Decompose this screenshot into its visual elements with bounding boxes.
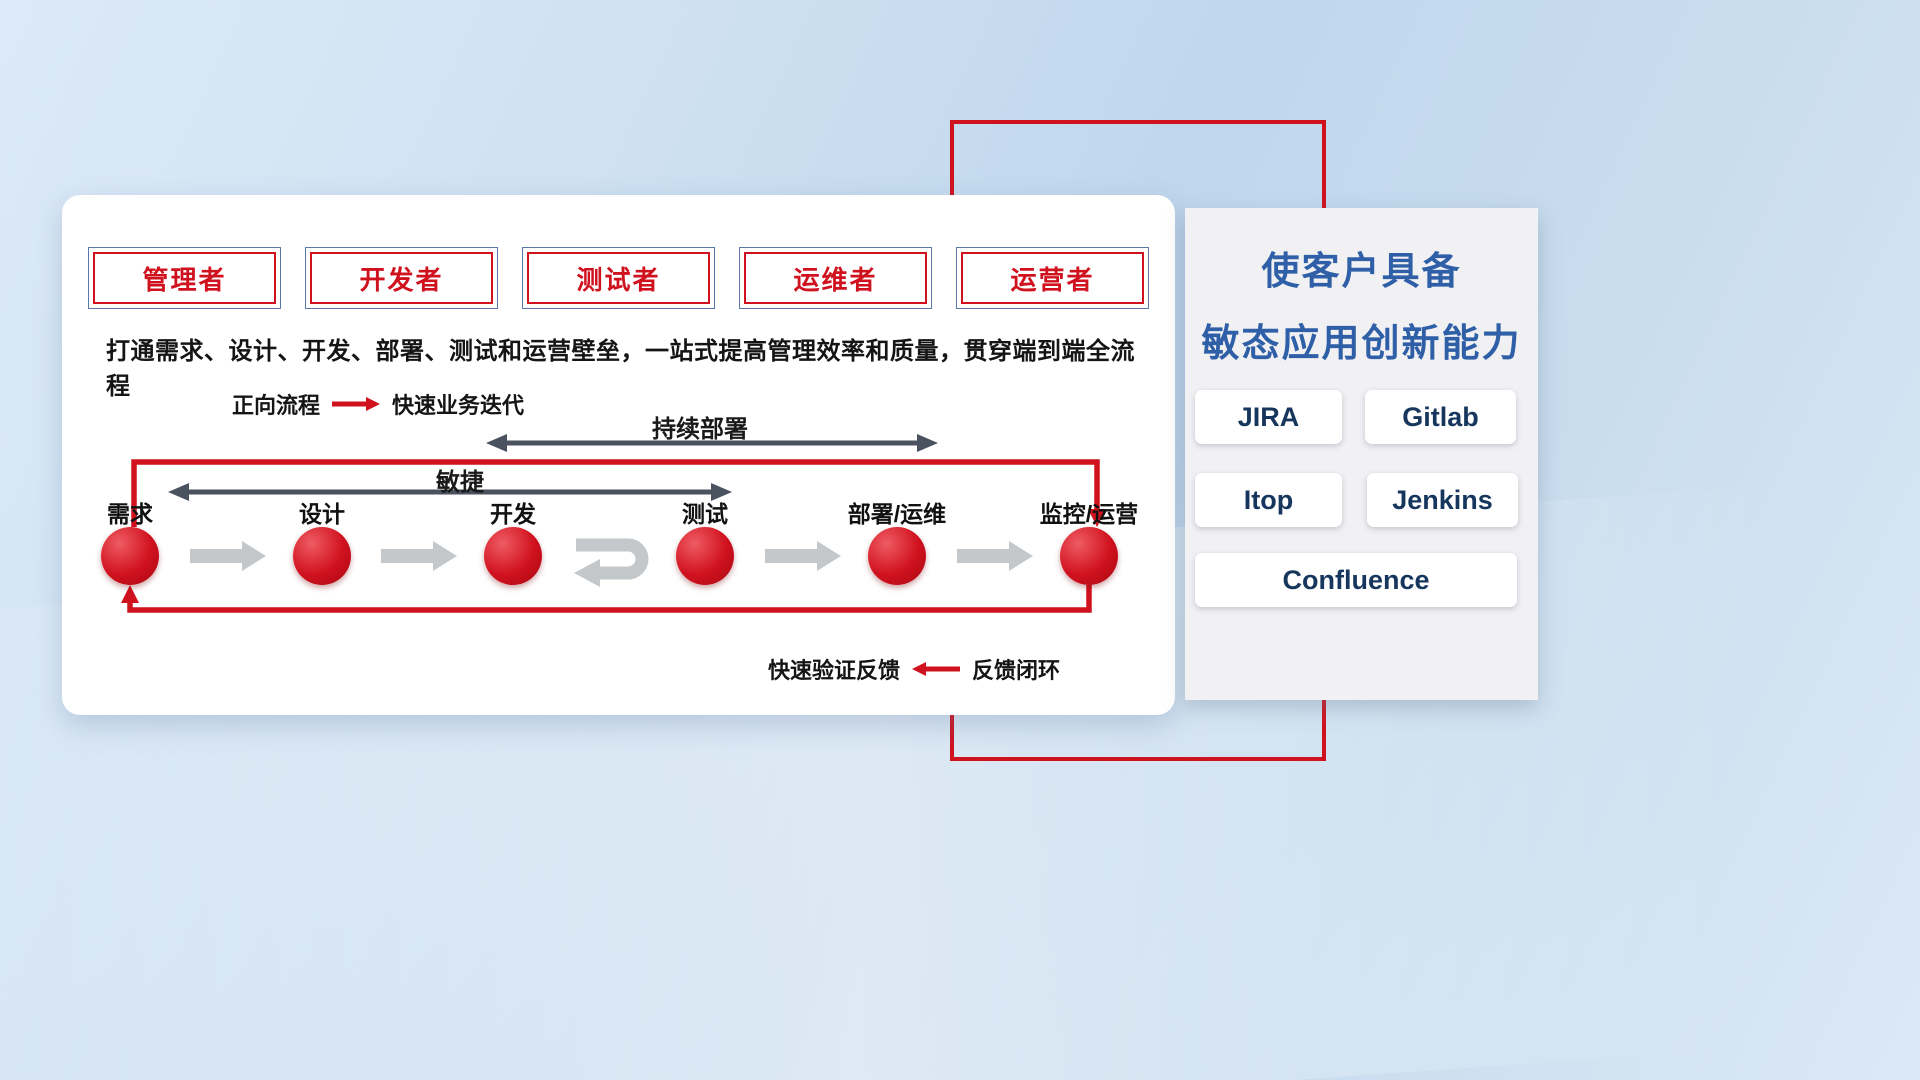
step-circle-development [484, 527, 542, 585]
tool-chip-gitlab: Gitlab [1365, 390, 1516, 444]
role-box-tester: 测试者 [522, 247, 715, 309]
capability-title-line2: 敏态应用创新能力 [1201, 323, 1522, 365]
step-arrow [957, 541, 1033, 571]
capability-panel: 使客户具备 敏态应用创新能力 JIRA Gitlab Itop Jenkins … [1185, 208, 1538, 700]
step-label-testing: 测试 [682, 501, 728, 527]
forward-legend-value: 快速业务迭代 [392, 393, 525, 418]
feedback-legend-label: 快速验证反馈 [768, 658, 901, 683]
role-box-operator: 运营者 [956, 247, 1149, 309]
role-box-manager: 管理者 [88, 247, 281, 309]
red-left-arrow-icon [912, 662, 961, 676]
step-circle-testing [676, 527, 734, 585]
step-circle-design [293, 527, 351, 585]
tool-chip-itop: Itop [1195, 473, 1342, 527]
role-label: 运营者 [1010, 264, 1095, 295]
tool-chip-jenkins: Jenkins [1367, 473, 1518, 527]
panel-description: 打通需求、设计、开发、部署、测试和运营壁垒，一站式提高管理效率和质量，贯穿端到端… [106, 338, 1135, 400]
step-label-requirements: 需求 [107, 501, 153, 527]
role-label: 管理者 [142, 264, 227, 295]
step-arrow [190, 541, 266, 571]
feedback-legend: 快速验证反馈 反馈闭环 [768, 653, 1060, 685]
forward-legend: 正向流程 快速业务迭代 [232, 388, 524, 420]
tool-chip-jira: JIRA [1195, 390, 1342, 444]
tool-chip-confluence: Confluence [1195, 553, 1517, 607]
step-label-deploy-ops: 部署/运维 [847, 501, 947, 527]
step-arrow [381, 541, 457, 571]
step-arrow [765, 541, 841, 571]
devops-flow-panel: 管理者 开发者 测试者 运维者 运营者 打通需求、设计、开发、部署、测试和运营壁… [62, 195, 1175, 715]
role-box-ops: 运维者 [739, 247, 932, 309]
continuous-deploy-label: 持续部署 [652, 416, 748, 443]
step-circle-requirements [101, 527, 159, 585]
forward-legend-label: 正向流程 [232, 393, 321, 418]
step-label-design: 设计 [299, 501, 345, 527]
feedback-legend-value: 反馈闭环 [972, 658, 1061, 683]
agile-label: 敏捷 [436, 469, 484, 496]
role-label: 运维者 [793, 264, 878, 295]
step-circle-deploy-ops [868, 527, 926, 585]
roles-row: 管理者 开发者 测试者 运维者 运营者 [88, 247, 1149, 309]
step-label-development: 开发 [490, 501, 536, 527]
capability-title-line1: 使客户具备 [1261, 251, 1462, 293]
role-box-developer: 开发者 [305, 247, 498, 309]
role-label: 测试者 [576, 264, 661, 295]
red-right-arrow-icon [332, 397, 381, 411]
red-feedback-loop-arrow [121, 585, 1092, 613]
role-label: 开发者 [359, 264, 444, 295]
step-label-monitor-ops: 监控/运营 [1039, 501, 1139, 527]
step-circle-monitor-ops [1060, 527, 1118, 585]
iteration-loop-arrow-icon [574, 538, 649, 587]
